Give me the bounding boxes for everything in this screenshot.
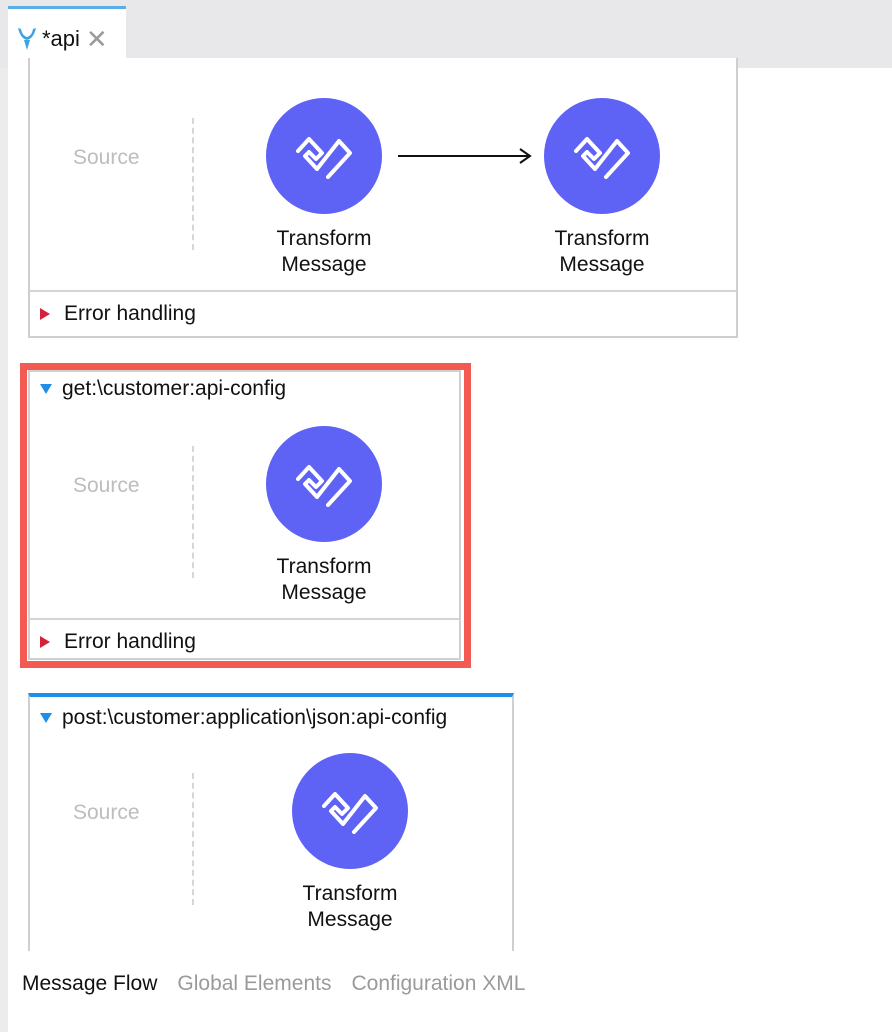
dataweave-icon xyxy=(574,137,630,179)
source-divider xyxy=(192,446,194,578)
transform-message-node[interactable] xyxy=(266,98,382,214)
flow-2[interactable]: get:\customer:api-config Source Transfor… xyxy=(28,370,461,660)
transform-message-node[interactable] xyxy=(266,426,382,542)
bottom-tab-bar: Message Flow Global Elements Configurati… xyxy=(22,972,525,996)
transform-message-node[interactable] xyxy=(292,753,408,869)
source-divider xyxy=(192,773,194,905)
flow-3[interactable]: post:\customer:application\json:api-conf… xyxy=(28,693,514,951)
close-icon[interactable]: ✕ xyxy=(85,23,108,54)
tab-global-elements[interactable]: Global Elements xyxy=(177,972,332,995)
source-divider xyxy=(192,118,194,250)
node-label: Transform Message xyxy=(276,555,372,604)
highlight-box xyxy=(20,363,471,668)
left-gutter xyxy=(0,68,8,1032)
flow-1[interactable]: Source Transform Message Transform Messa… xyxy=(28,58,738,338)
error-handling-toggle[interactable]: Error handling xyxy=(30,290,736,336)
flow-name: post:\customer:application\json:api-conf… xyxy=(62,706,448,729)
flow-header[interactable]: get:\customer:api-config xyxy=(30,372,459,406)
source-placeholder[interactable]: Source xyxy=(73,474,140,497)
tab-configuration-xml[interactable]: Configuration XML xyxy=(351,972,526,995)
node-label: Transform Message xyxy=(554,227,650,276)
error-handling-label: Error handling xyxy=(64,302,196,325)
source-placeholder[interactable]: Source xyxy=(73,146,140,169)
source-placeholder[interactable]: Source xyxy=(73,801,140,824)
tab-message-flow[interactable]: Message Flow xyxy=(22,972,158,995)
dataweave-icon xyxy=(296,465,352,507)
expand-arrow-icon xyxy=(40,384,52,394)
expand-arrow-icon xyxy=(40,713,52,723)
flow-arrow xyxy=(398,148,532,164)
mule-icon xyxy=(18,27,36,50)
collapse-arrow-icon xyxy=(40,636,50,648)
editor-tab-bar: *api ✕ xyxy=(0,0,892,68)
editor-tab-label: *api xyxy=(42,25,80,51)
flow-header[interactable]: post:\customer:application\json:api-conf… xyxy=(30,701,512,735)
flow-name: get:\customer:api-config xyxy=(62,377,287,400)
node-label: Transform Message xyxy=(302,882,398,931)
dataweave-icon xyxy=(296,137,352,179)
error-handling-toggle[interactable]: Error handling xyxy=(30,618,459,664)
error-handling-label: Error handling xyxy=(64,630,196,653)
transform-message-node[interactable] xyxy=(544,98,660,214)
collapse-arrow-icon xyxy=(40,308,50,320)
node-label: Transform Message xyxy=(276,227,372,276)
dataweave-icon xyxy=(322,792,378,834)
editor-tab-api[interactable]: *api ✕ xyxy=(8,6,126,68)
